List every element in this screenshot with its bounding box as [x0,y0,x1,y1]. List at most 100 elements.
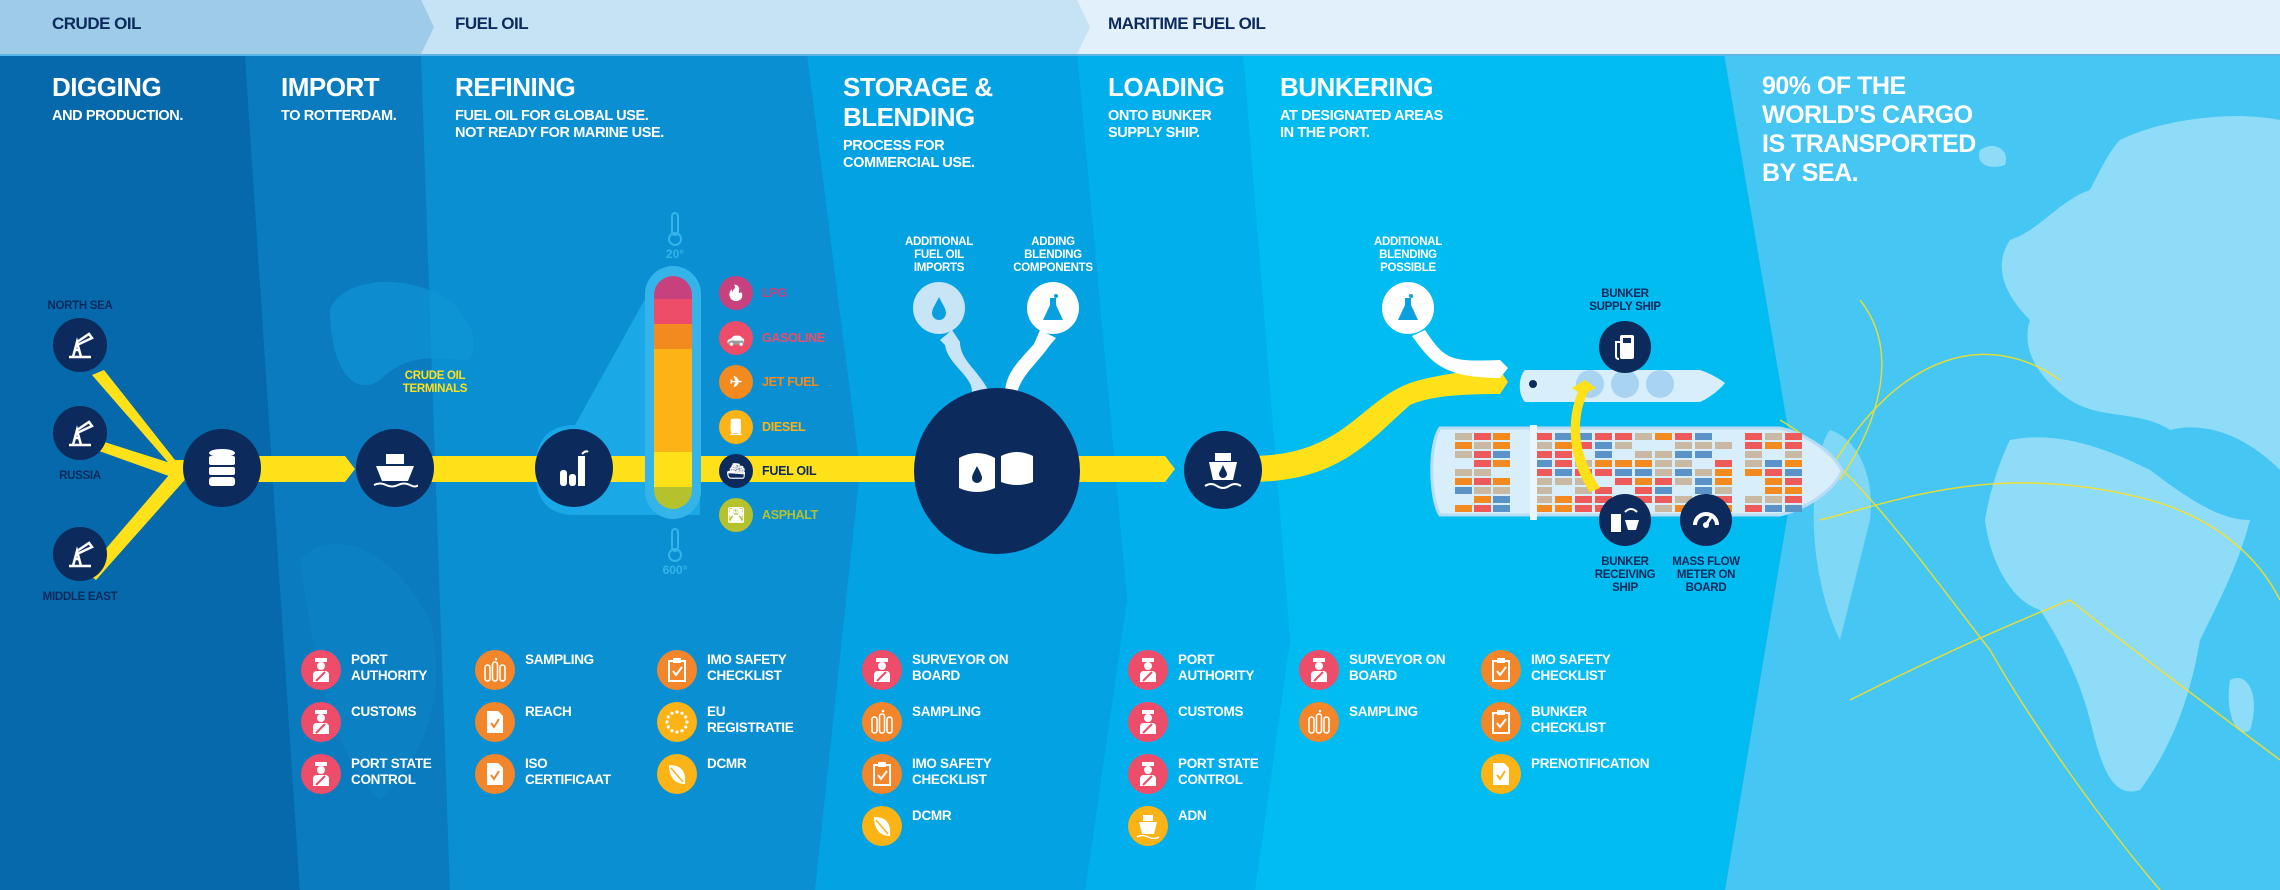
world-map [1813,116,2280,792]
distillation-column [645,266,701,519]
section-bunkering: BUNKERING AT DESIGNATED AREAS IN THE POR… [1280,72,1443,142]
checklist-label: SAMPLING [912,704,981,719]
section-refining: REFINING FUEL OIL FOR GLOBAL USE. NOT RE… [455,72,664,142]
container [1474,460,1491,467]
container [1655,469,1672,476]
road-icon: 🛣 [719,498,753,532]
container [1635,460,1652,467]
container [1575,442,1592,449]
checklist-item: CUSTOMS [301,702,416,742]
container [1615,460,1632,467]
container [1555,433,1572,440]
section-title: IMPORT [281,72,380,102]
officer-icon [862,650,902,690]
container [1655,496,1672,503]
document-icon [1481,754,1521,794]
clipboard-icon [1481,650,1521,690]
sampling-icon [1299,702,1339,742]
section-subtitle: ONTO BUNKER SUPPLY SHIP. [1108,108,1212,141]
port-map-shape [300,543,437,800]
container [1715,442,1732,449]
checklist-label: PRENOTIFICATION [1531,756,1650,771]
container [1695,442,1712,449]
blending-arrow [1000,330,1056,400]
fuel-label: LPG [762,286,787,300]
container [1745,442,1762,449]
container [1493,433,1510,440]
train-icon: 🚆 [719,410,753,444]
checklist-label: SAMPLING [525,652,594,667]
checklist-item: PORT AUTHORITY [1128,650,1254,690]
section-subtitle: AND PRODUCTION. [52,108,183,124]
container [1595,460,1612,467]
oil-drop-icon [913,282,965,334]
container [1595,496,1612,503]
refinery-icon [535,429,613,507]
fuel-oil-imports-label: ADDITIONAL FUEL OIL IMPORTS [905,236,973,274]
eu-stars-icon [657,702,697,742]
checklist-label: PORT STATE CONTROL [1178,756,1259,787]
container [1695,451,1712,458]
container [1455,469,1472,476]
container [1745,433,1762,440]
checklist-item: REACH [475,702,572,742]
container [1765,433,1782,440]
container [1575,433,1592,440]
header-band-maritime [1077,0,2280,54]
sampling-icon [475,650,515,690]
container [1715,496,1732,503]
header-band-crude-oil [0,0,434,54]
container [1595,433,1612,440]
container [1474,505,1491,512]
container [1655,451,1672,458]
container [1493,451,1510,458]
container [1555,505,1572,512]
checklist-item: CUSTOMS [1128,702,1243,742]
thermometer-icon [667,528,683,567]
checklist-item: SURVEYOR ON BOARD [862,650,1009,690]
container [1635,451,1652,458]
container [1555,496,1572,503]
fuel-fraction-jet-fuel: ✈JET FUEL [719,365,819,399]
officer-icon [1299,650,1339,690]
checklist-item: ADN [1128,806,1207,846]
extra-blend-arrow [1412,330,1508,378]
header-band-label: MARITIME FUEL OIL [1108,14,1266,33]
checklist-label: SURVEYOR ON BOARD [912,652,1009,683]
container [1474,487,1491,494]
checklist-label: CUSTOMS [351,704,417,719]
checklist-item: IMO SAFETY CHECKLIST [657,650,787,690]
import-arrow [940,330,992,400]
checklist-item: PORT AUTHORITY [301,650,427,690]
fuel-label: FUEL OIL [762,464,817,478]
officer-icon [301,754,341,794]
header-band-label: CRUDE OIL [52,14,142,33]
tanker-ship-icon [356,429,434,507]
checklist-label: ISO CERTIFICAAT [525,756,611,787]
checklist-item: BUNKER CHECKLIST [1481,702,1606,742]
fuel-label: JET FUEL [762,375,819,389]
flow-meter-label: MASS FLOW METER ON BOARD [1672,556,1740,594]
section-storage: STORAGE & BLENDING PROCESS FOR COMMERCIA… [843,72,993,172]
container [1555,460,1572,467]
storage-tanks-icon [914,388,1080,554]
document-icon [475,754,515,794]
loading-ship-icon [1184,431,1262,509]
container [1785,451,1802,458]
container [1455,478,1472,485]
checklist-label: SAMPLING [1349,704,1418,719]
container [1615,469,1632,476]
container [1474,442,1491,449]
container [1575,505,1592,512]
checklist-label: ADN [1178,808,1207,823]
bunker-receiving-icon [1599,494,1651,546]
checklist-label: PORT STATE CONTROL [351,756,432,787]
section-digging: DIGGING AND PRODUCTION. [52,72,183,125]
checklist-label: EU REGISTRATIE [707,704,794,735]
container [1455,442,1472,449]
sampling-icon [862,702,902,742]
crude-oil-terminals-label: CRUDE OIL TERMINALS [402,370,468,395]
container [1675,442,1692,449]
container [1635,487,1652,494]
container [1635,478,1652,485]
